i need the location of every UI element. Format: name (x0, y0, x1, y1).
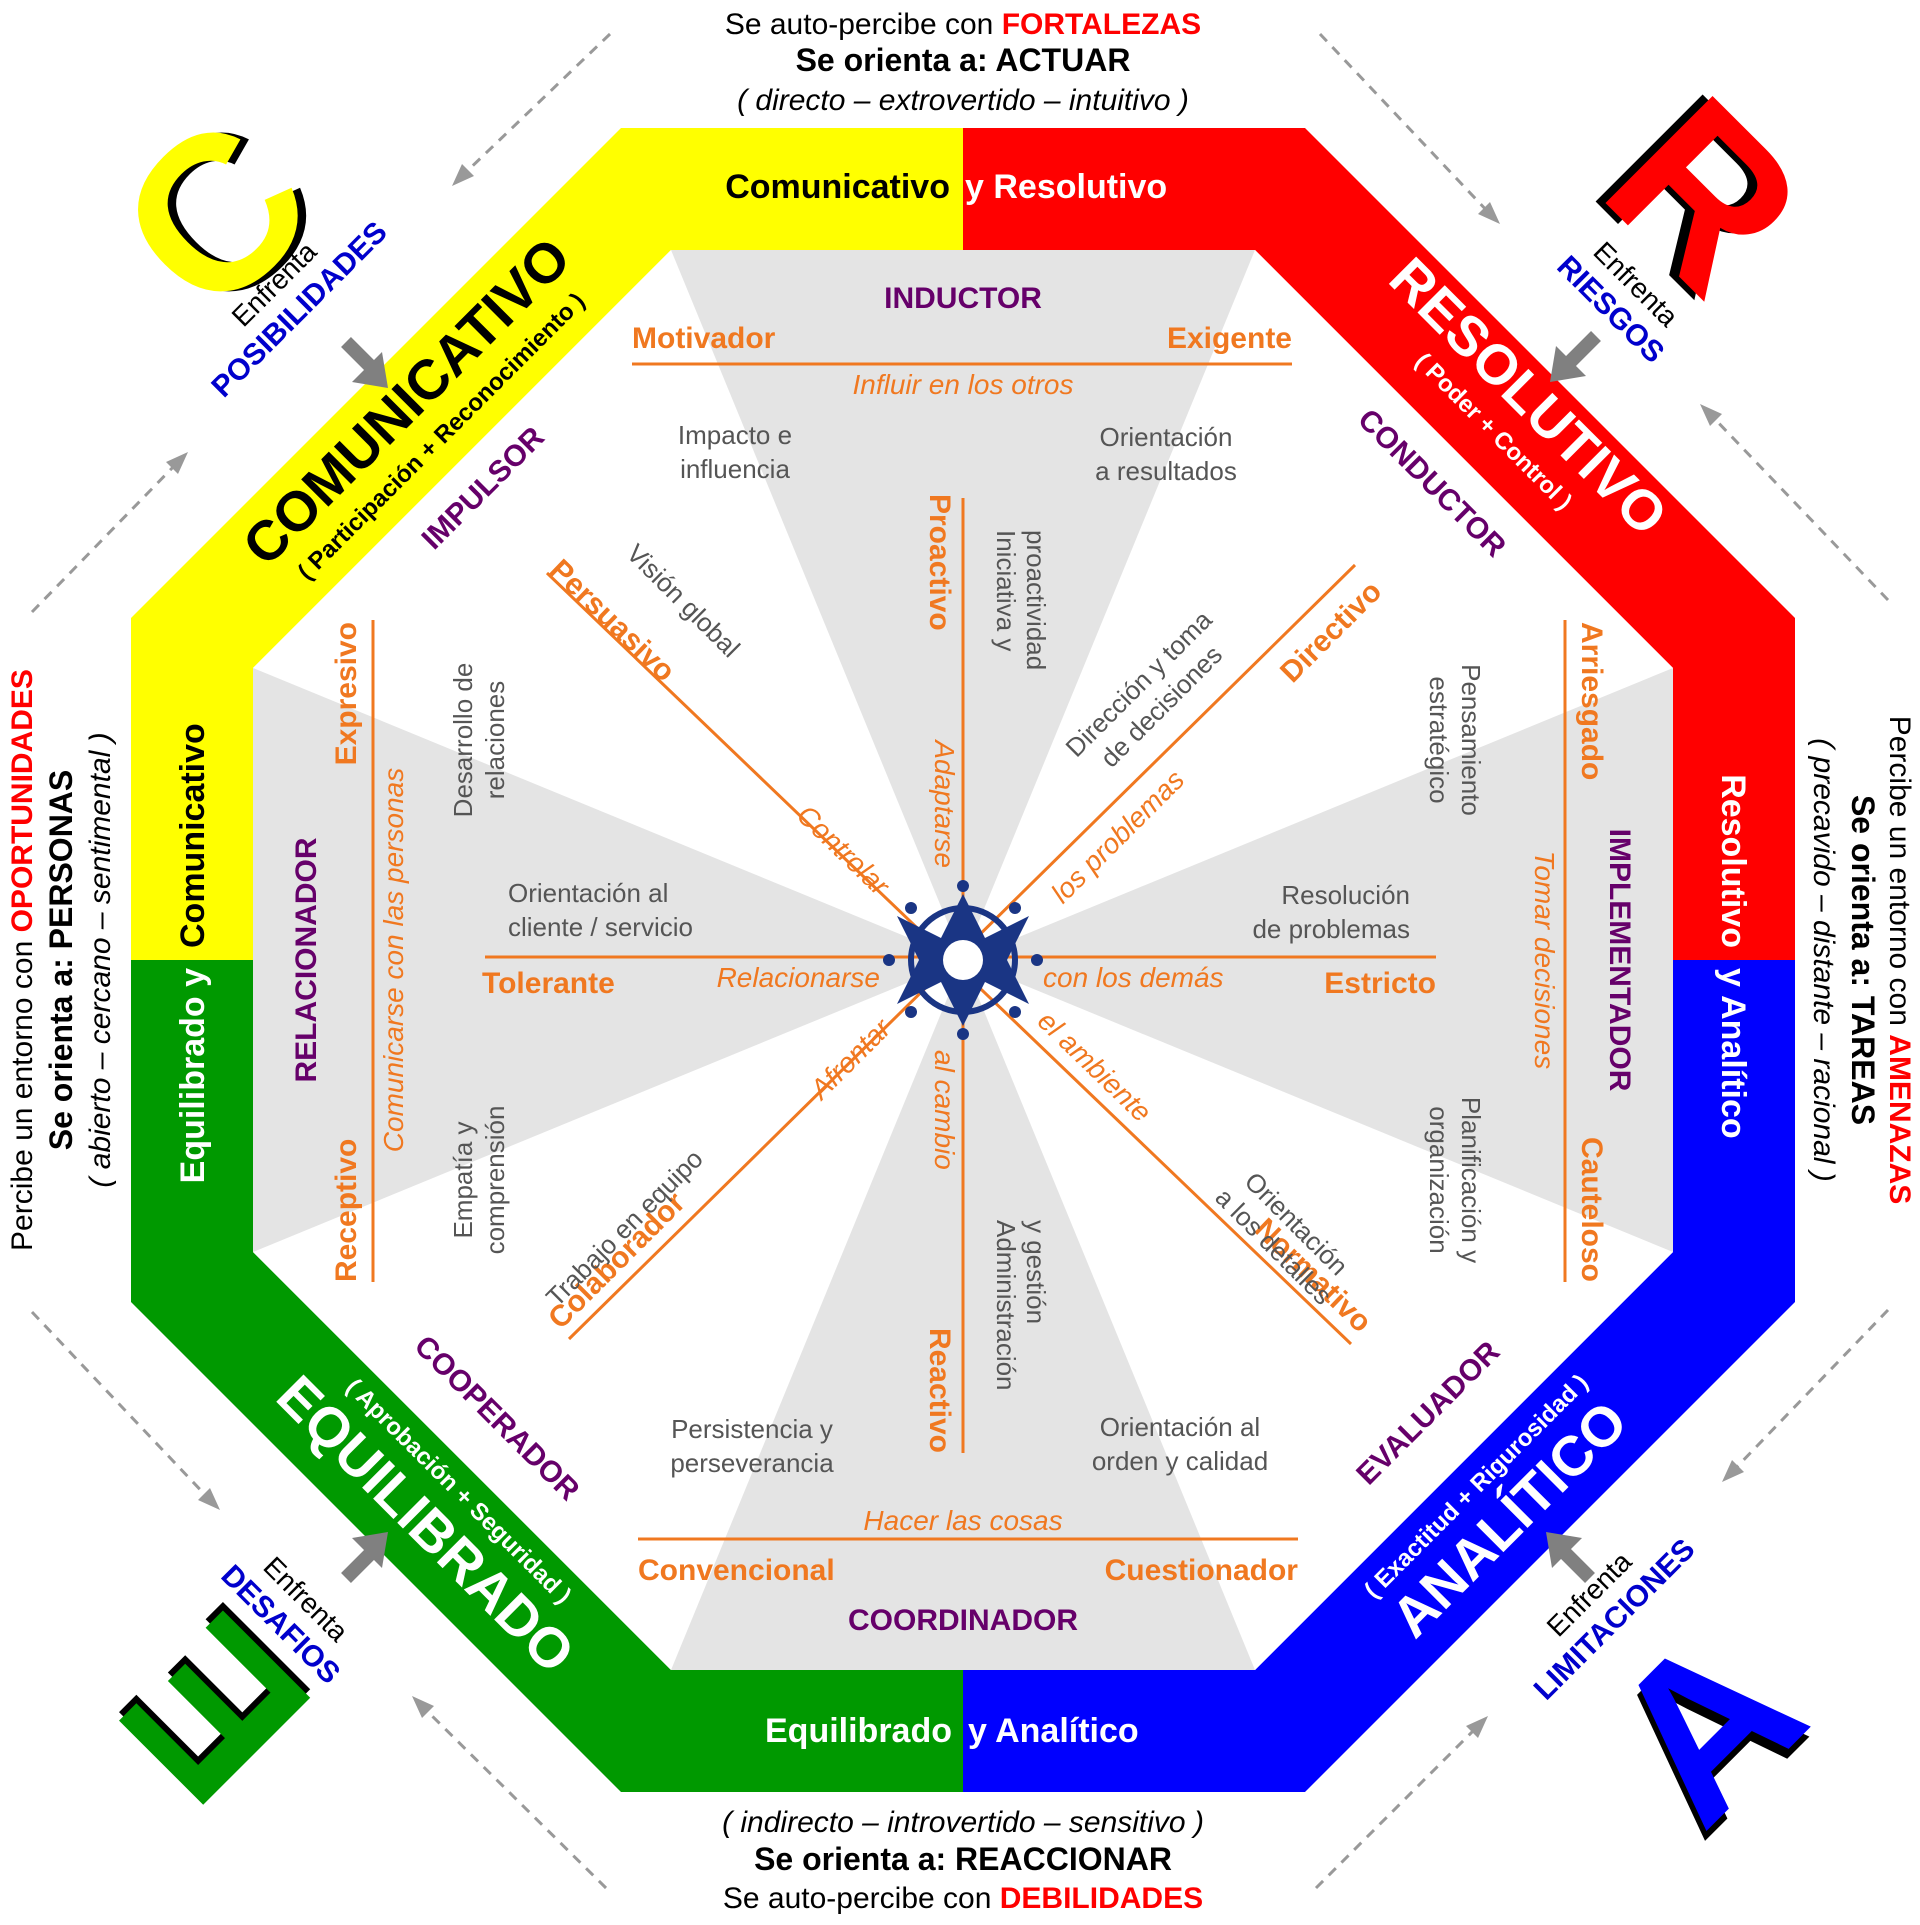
dashed-arrow-heads (166, 164, 1744, 1738)
comp-administracion: Administracióny gestión (991, 1220, 1051, 1391)
role-coordinador: COORDINADOR (848, 1604, 1078, 1637)
band-bottom-right: y Analítico (968, 1712, 1139, 1750)
pole-cauteloso: Cauteloso (1575, 1137, 1608, 1282)
svg-text:Se orienta a: ACTUAR: Se orienta a: ACTUAR (796, 42, 1131, 78)
caption-comunicarse: Comunicarse con las personas (378, 768, 409, 1152)
pole-expresivo: Expresivo (330, 622, 363, 765)
band-top-right: y Resolutivo (965, 168, 1167, 206)
comp-iniciativa: Iniciativa yproactividad (991, 530, 1051, 670)
svg-text:Se auto-percibe con DEBILIDADE: Se auto-percibe con DEBILIDADES (723, 1882, 1203, 1915)
band-blue-analitico (963, 960, 1795, 1792)
comp-empatia: Empatía ycomprensión (448, 1106, 510, 1255)
bottom-block: ( indirecto – introvertido – sensitivo )… (722, 1806, 1204, 1915)
svg-text:Percibe un entorno con AMENAZA: Percibe un entorno con AMENAZAS (1883, 716, 1916, 1205)
pole-receptivo: Receptivo (330, 1139, 363, 1282)
caption-con-los-demas: con los demás (1043, 962, 1224, 993)
pole-arriesgado: Arriesgado (1575, 622, 1608, 780)
band-top-left: Comunicativo (725, 168, 950, 206)
wedge-gray-left (253, 668, 963, 1252)
pole-motivador: Motivador (632, 322, 776, 355)
band-left-bottom: Equilibrado y (174, 968, 212, 1183)
band-red-resolutivo (963, 128, 1795, 960)
center-emblem (883, 880, 1043, 1040)
svg-text:Se orienta a: PERSONAS: Se orienta a: PERSONAS (43, 770, 79, 1151)
svg-text:( abierto – cercano – sentimen: ( abierto – cercano – sentimental ) (84, 732, 117, 1187)
pole-convencional: Convencional (638, 1554, 835, 1587)
pole-exigente: Exigente (1167, 322, 1292, 355)
caption-influir: Influir en los otros (853, 369, 1074, 400)
band-right-top: Resolutivo (1714, 774, 1752, 948)
role-inductor: INDUCTOR (884, 282, 1042, 315)
svg-text:( precavido – distante – racio: ( precavido – distante – racional ) (1807, 738, 1840, 1182)
pole-estricto: Estricto (1324, 967, 1436, 1000)
svg-text:( indirecto – introvertido – s: ( indirecto – introvertido – sensitivo ) (722, 1806, 1204, 1839)
svg-text:Se orienta a: TAREAS: Se orienta a: TAREAS (1845, 795, 1881, 1125)
svg-text:( directo – extrovertido – int: ( directo – extrovertido – intuitivo ) (737, 84, 1189, 117)
caption-adaptarse: Adaptarse (929, 738, 960, 868)
band-right-bottom: y Analítico (1714, 968, 1752, 1139)
pole-cuestionador: Cuestionador (1105, 1554, 1299, 1587)
role-implementador: IMPLEMENTADOR (1603, 829, 1636, 1092)
top-block: Se auto-percibe con FORTALEZAS Se orient… (725, 8, 1201, 117)
pole-tolerante: Tolerante (482, 967, 615, 1000)
right-block: Percibe un entorno con AMENAZAS Se orien… (1807, 716, 1916, 1205)
caption-al-cambio: al cambio (929, 1050, 960, 1170)
band-green-equilibrado (131, 960, 963, 1792)
svg-text:Percibe un entorno con OPORTUN: Percibe un entorno con OPORTUNIDADES (6, 669, 39, 1251)
pole-proactivo: Proactivo (923, 494, 956, 631)
caption-relacionarse: Relacionarse (717, 962, 880, 993)
solid-arrow-heads (352, 346, 1586, 1568)
left-block: Percibe un entorno con OPORTUNIDADES Se … (6, 669, 117, 1251)
role-relacionador: RELACIONADOR (290, 837, 323, 1082)
caption-decisiones: Tomar decisiones (1529, 851, 1560, 1069)
svg-text:Se orienta a: REACCIONAR: Se orienta a: REACCIONAR (754, 1841, 1172, 1877)
band-left-top: Comunicativo (174, 723, 212, 948)
band-yellow-comunicativo (131, 128, 963, 960)
letter-c: C C (72, 72, 367, 358)
comp-planificacion: Planificación yorganización (1424, 1097, 1486, 1263)
band-bottom-left: Equilibrado (765, 1712, 952, 1750)
wedge-gray-right (963, 668, 1673, 1252)
comp-desarrollo: Desarrollo derelaciones (448, 663, 510, 818)
pole-reactivo: Reactivo (923, 1328, 956, 1453)
axis-captions: Influir en los otros Hacer las cosas Rel… (378, 369, 1560, 1536)
svg-text:Se auto-percibe con FORTALEZAS: Se auto-percibe con FORTALEZAS (725, 8, 1201, 41)
caption-hacer: Hacer las cosas (863, 1505, 1062, 1536)
comp-pensamiento: Pensamientoestratégico (1424, 664, 1486, 816)
dashed-arrows (30, 32, 1890, 1890)
